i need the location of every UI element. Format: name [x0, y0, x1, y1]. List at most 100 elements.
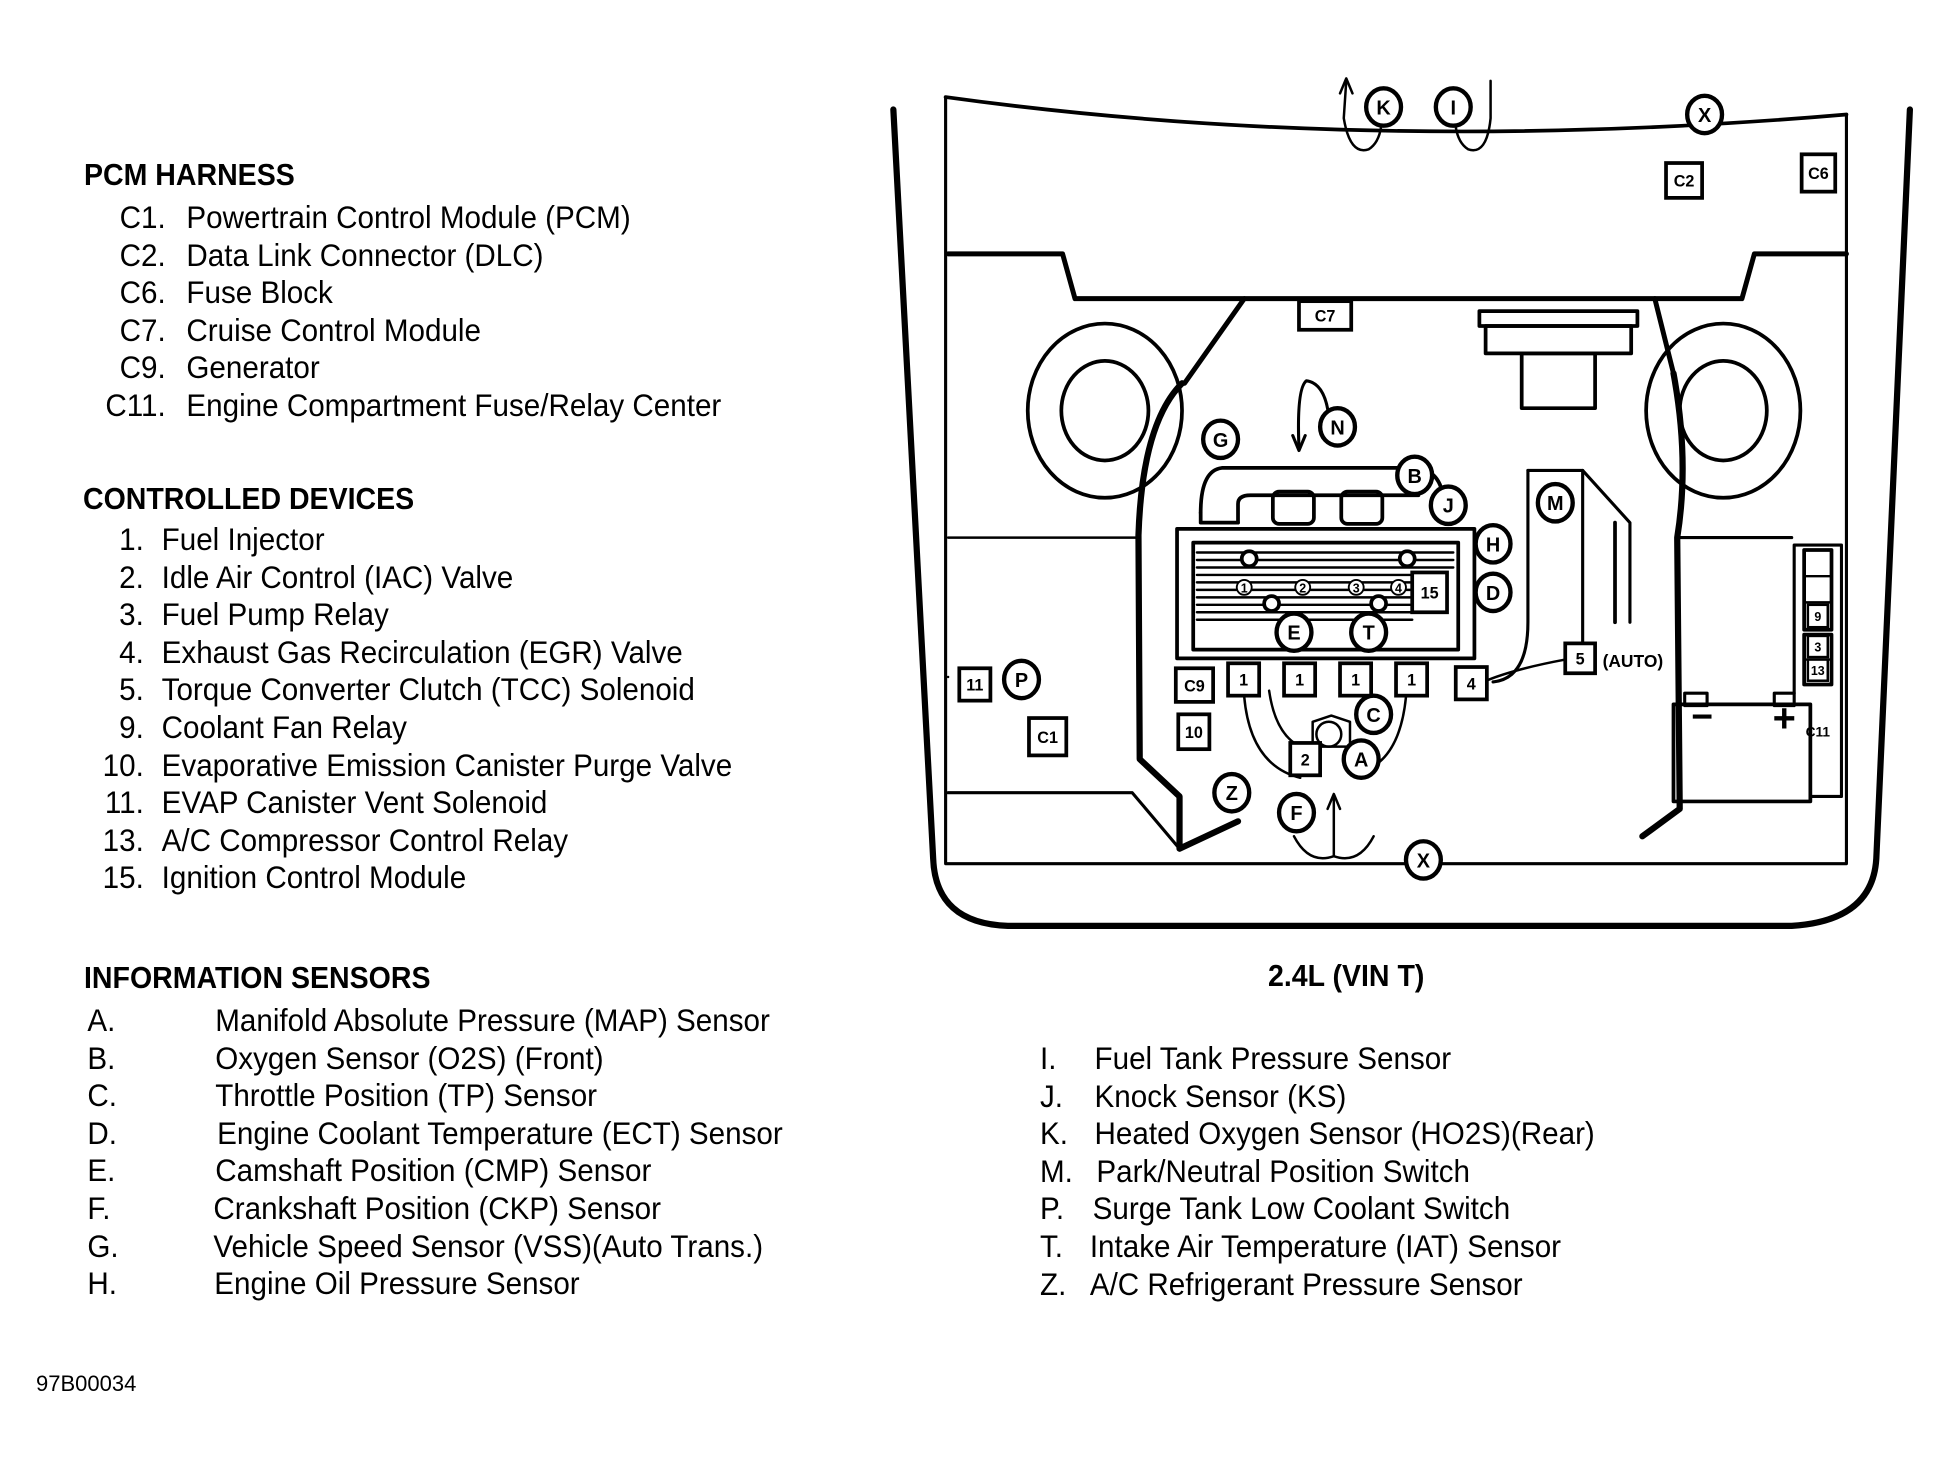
connector-label: C7: [1315, 308, 1336, 326]
connector-label: C9: [1184, 677, 1205, 695]
item-label: Park/Neutral Position Switch: [1096, 1152, 1470, 1189]
connector-label: C1: [1037, 729, 1058, 747]
right-frame-rail: [1639, 370, 1686, 840]
callout-n: N: [1317, 406, 1358, 448]
item-label: Idle Air Control (IAC) Valve: [161, 558, 514, 595]
ki-hooks: [1342, 79, 1383, 152]
item-key: 3.: [119, 596, 144, 633]
item-key: C.: [87, 1077, 118, 1114]
callout-x-top: X: [1684, 93, 1725, 136]
device-label: 15: [1421, 585, 1439, 603]
callout-t: T: [1349, 611, 1389, 654]
battery-negative-symbol: −: [1691, 695, 1713, 737]
callout-label: K: [1376, 97, 1391, 119]
item-label: Throttle Position (TP) Sensor: [215, 1077, 598, 1114]
callout-z: Z: [1212, 771, 1252, 814]
item-label: Generator: [186, 349, 320, 386]
battery: [1671, 702, 1813, 804]
callout-label: B: [1408, 466, 1422, 488]
callout-label: Z: [1226, 783, 1238, 805]
item-label: Intake Air Temperature (IAT) Sensor: [1089, 1227, 1562, 1264]
item-label: Camshaft Position (CMP) Sensor: [215, 1152, 652, 1189]
connector-c2: C2: [1664, 161, 1704, 200]
callout-p: P: [1001, 658, 1042, 701]
item-label: EVAP Canister Vent Solenoid: [161, 784, 548, 821]
item-label: Powertrain Control Module (PCM): [186, 199, 631, 235]
device-label: 2: [1301, 751, 1310, 769]
compartment-outline: [944, 95, 1848, 866]
device-ignition-module: 15: [1410, 570, 1449, 615]
item-key: C11.: [105, 386, 166, 423]
item-key: A.: [87, 1002, 116, 1038]
item-key: D.: [87, 1114, 118, 1151]
connector-c6: C6: [1799, 152, 1838, 194]
callout-x-bottom: X: [1403, 839, 1443, 881]
callout-j: J: [1428, 484, 1468, 527]
callout-label: P: [1015, 670, 1028, 692]
item-label: Surge Tank Low Coolant Switch: [1092, 1190, 1511, 1227]
item-key: K.: [1040, 1115, 1068, 1152]
firewall-ledge: [945, 251, 1849, 302]
item-key: 15.: [102, 859, 144, 896]
item-key: C9.: [119, 349, 166, 386]
device-purge-valve: 10: [1176, 712, 1212, 752]
battery-positive-symbol: +: [1773, 697, 1796, 741]
item-label: Engine Coolant Temperature (ECT) Sensor: [217, 1114, 783, 1151]
item-key: 2.: [119, 558, 144, 595]
callout-c: C: [1354, 693, 1394, 736]
injector-number: 3: [1353, 581, 1360, 595]
callout-label: J: [1443, 496, 1454, 518]
device-label: 9: [1814, 610, 1821, 624]
device-egr-valve: 4: [1453, 665, 1489, 702]
callout-label: F: [1290, 803, 1302, 825]
item-label: Manifold Absolute Pressure (MAP) Sensor: [215, 1002, 770, 1038]
item-key: F.: [87, 1189, 111, 1226]
callout-label: G: [1213, 430, 1228, 452]
device-label: 3: [1814, 640, 1821, 654]
device-fuel-injector-1: 1: [1226, 661, 1262, 698]
left-strut-tower-outer: [1025, 321, 1184, 500]
item-key: B.: [87, 1039, 116, 1076]
device-label: 1: [1239, 672, 1248, 690]
item-key: J.: [1040, 1077, 1064, 1114]
item-label: Fuel Pump Relay: [161, 596, 389, 633]
information-sensors-heading: INFORMATION SENSORS: [84, 960, 431, 995]
brake-booster: [1477, 309, 1640, 328]
device-fuel-pump-relay: 3: [1806, 634, 1830, 659]
callout-h: H: [1473, 522, 1513, 565]
device-label: 13: [1811, 664, 1825, 678]
callout-label: H: [1486, 534, 1500, 556]
item-key: 4.: [119, 633, 144, 670]
master-cylinder: [1519, 351, 1597, 411]
item-key: C6.: [119, 274, 166, 311]
connector-c7: C7: [1297, 299, 1354, 332]
device-vent-solenoid: 11: [957, 666, 993, 703]
item-key: C1.: [119, 199, 166, 235]
device-label: 11: [966, 677, 983, 695]
item-key: T.: [1040, 1227, 1064, 1264]
n-arrow: [1296, 379, 1331, 450]
callout-a: A: [1341, 738, 1381, 780]
item-label: Coolant Fan Relay: [161, 708, 407, 745]
item-label: Crankshaft Position (CKP) Sensor: [213, 1189, 661, 1226]
connector-label: C2: [1674, 173, 1695, 191]
item-label: A/C Refrigerant Pressure Sensor: [1089, 1265, 1523, 1302]
item-label: Cruise Control Module: [186, 311, 481, 348]
callout-m: M: [1535, 481, 1575, 524]
injector-number: 1: [1241, 581, 1248, 595]
item-label: Ignition Control Module: [161, 859, 467, 896]
injector-number: 2: [1299, 581, 1306, 595]
device-tcc-solenoid: 5: [1563, 641, 1597, 676]
item-key: Z.: [1040, 1265, 1067, 1302]
item-label: Engine Compartment Fuse/Relay Center: [186, 386, 722, 423]
device-label: 1: [1351, 672, 1360, 690]
item-key: C7.: [119, 311, 166, 348]
device-fuel-injector-2: 1: [1282, 661, 1318, 698]
callout-label: X: [1698, 105, 1712, 127]
item-key: E.: [87, 1152, 116, 1189]
device-label: 1: [1295, 672, 1304, 690]
item-label: Vehicle Speed Sensor (VSS)(Auto Trans.): [213, 1227, 764, 1264]
callout-g: G: [1200, 418, 1241, 461]
callout-label: A: [1354, 750, 1368, 772]
m-bracket: [1526, 468, 1632, 624]
